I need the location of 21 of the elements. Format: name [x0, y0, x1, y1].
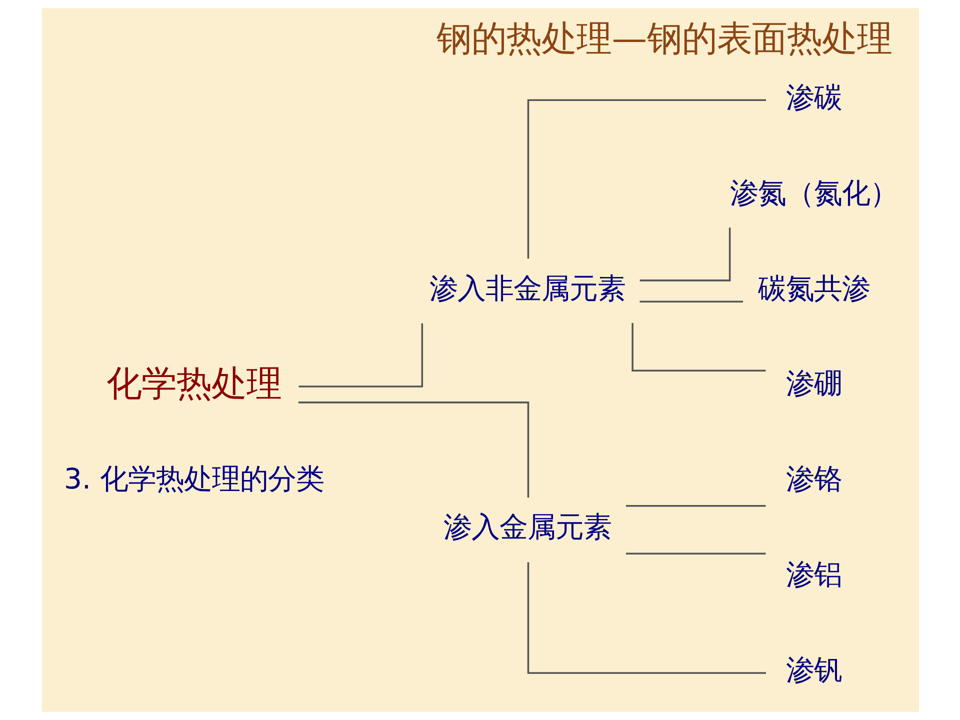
connector	[631, 322, 766, 372]
connector	[625, 504, 766, 507]
node-text: 渗碳	[785, 80, 842, 114]
node-text: 渗硼	[785, 367, 842, 400]
node-text: 渗氮（氮化）	[729, 176, 898, 210]
node-text: 渗铬	[785, 462, 842, 496]
label: 3. 化学热处理的分类	[64, 462, 324, 496]
connector	[298, 323, 423, 388]
connector	[526, 562, 766, 674]
node-text: 渗入非金属元素	[428, 272, 625, 305]
node-text: 渗铝	[785, 558, 842, 592]
diagram-title: 钢的热处理—钢的表面热处理	[436, 18, 892, 60]
node-text: 碳氮共渗	[757, 272, 870, 305]
node-text: 渗钒	[785, 654, 842, 687]
connector	[639, 300, 743, 303]
connector	[625, 552, 766, 554]
node-text: 化学热处理	[106, 363, 282, 404]
node-text: 渗入金属元素	[442, 510, 611, 544]
connector	[639, 228, 730, 282]
connector	[298, 402, 529, 498]
connector	[526, 99, 766, 259]
